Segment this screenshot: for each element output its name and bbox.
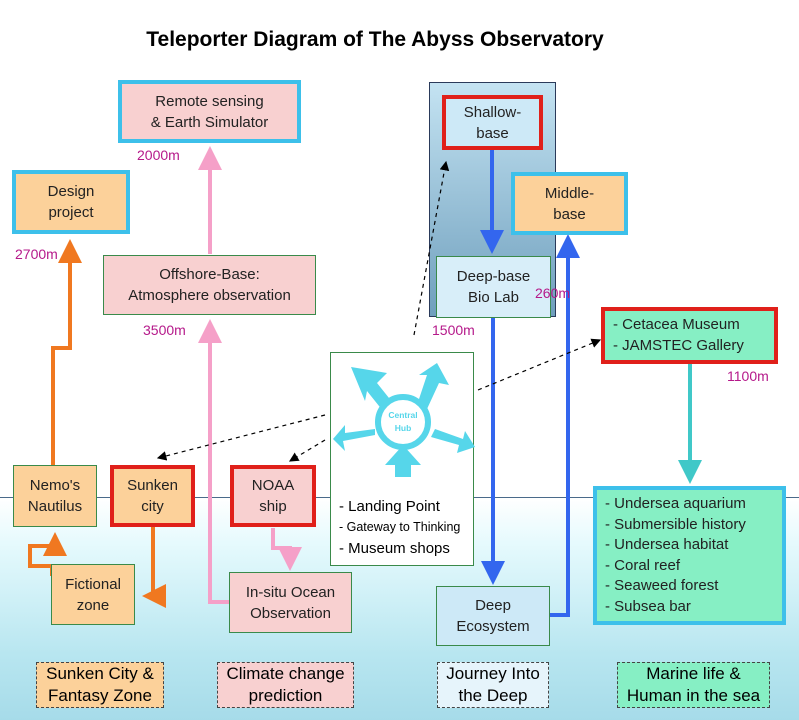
depth-label-2700m: 2700m (15, 246, 58, 262)
arrow-nautilus-to-design (51, 239, 82, 465)
depth-label-3500m: 3500m (143, 322, 186, 338)
node-remote-sensing[interactable]: Remote sensing & Earth Simulator (118, 80, 301, 143)
teleport-hub-to-shallow (413, 160, 450, 336)
arrow-insitu-to-offshore (198, 319, 229, 604)
node-offshore-base[interactable]: Offshore-Base: Atmosphere observation (103, 255, 316, 315)
node-insitu-observation[interactable]: In-situ Ocean Observation (229, 572, 352, 633)
arrow-sunken-to-fictional (142, 527, 166, 608)
depth-label-260m: 260m (535, 285, 571, 301)
node-marine-list[interactable]: - Undersea aquarium - Submersible histor… (593, 486, 786, 625)
teleport-hub-to-nautilus (156, 414, 326, 461)
node-deep-ecosystem[interactable]: Deep Ecosystem (436, 586, 550, 646)
hub-item-landing: - Landing Point (339, 498, 440, 515)
central-hub-box[interactable]: Central Hub - Landing Point - Gateway to… (330, 352, 475, 566)
node-nemos-nautilus[interactable]: Nemo's Nautilus (13, 465, 97, 527)
hub-item-shops: - Museum shops (339, 540, 450, 557)
depth-label-2000m: 2000m (137, 147, 180, 163)
depth-label-1100m: 1100m (727, 368, 769, 384)
teleport-hub-to-noaa (288, 439, 326, 462)
node-deep-base[interactable]: Deep-base Bio Lab (436, 256, 551, 318)
node-noaa-ship[interactable]: NOAA ship (230, 465, 316, 527)
hub-label-line1: Central (388, 410, 417, 420)
category-sunken-fantasy: Sunken City & Fantasy Zone (36, 662, 164, 708)
category-climate-change: Climate change prediction (217, 662, 354, 708)
node-middle-base[interactable]: Middle- base (511, 172, 628, 235)
hub-feature-list: - Landing Point - Gateway to Thinking - … (339, 496, 473, 559)
node-fictional-zone[interactable]: Fictional zone (51, 564, 135, 625)
depth-label-1500m: 1500m (432, 322, 475, 338)
arrow-ecosystem-to-middle (550, 234, 580, 617)
arrow-noaa-to-insitu (271, 528, 302, 571)
category-marine-life: Marine life & Human in the sea (617, 662, 770, 708)
hub-label-line2: Hub (395, 423, 412, 433)
node-design-project[interactable]: Design project (12, 170, 130, 234)
node-shallow-base[interactable]: Shallow- base (442, 95, 543, 150)
teleport-hub-to-cetacea (477, 338, 602, 391)
diagram-title: Teleporter Diagram of The Abyss Observat… (146, 28, 604, 51)
central-hub-icon: Central Hub (333, 363, 475, 477)
category-journey-deep: Journey Into the Deep (437, 662, 549, 708)
hub-item-gateway: - Gateway to Thinking (339, 520, 461, 534)
node-sunken-city[interactable]: Sunken city (110, 465, 195, 527)
node-cetacea-museum[interactable]: - Cetacea Museum - JAMSTEC Gallery (601, 307, 778, 364)
